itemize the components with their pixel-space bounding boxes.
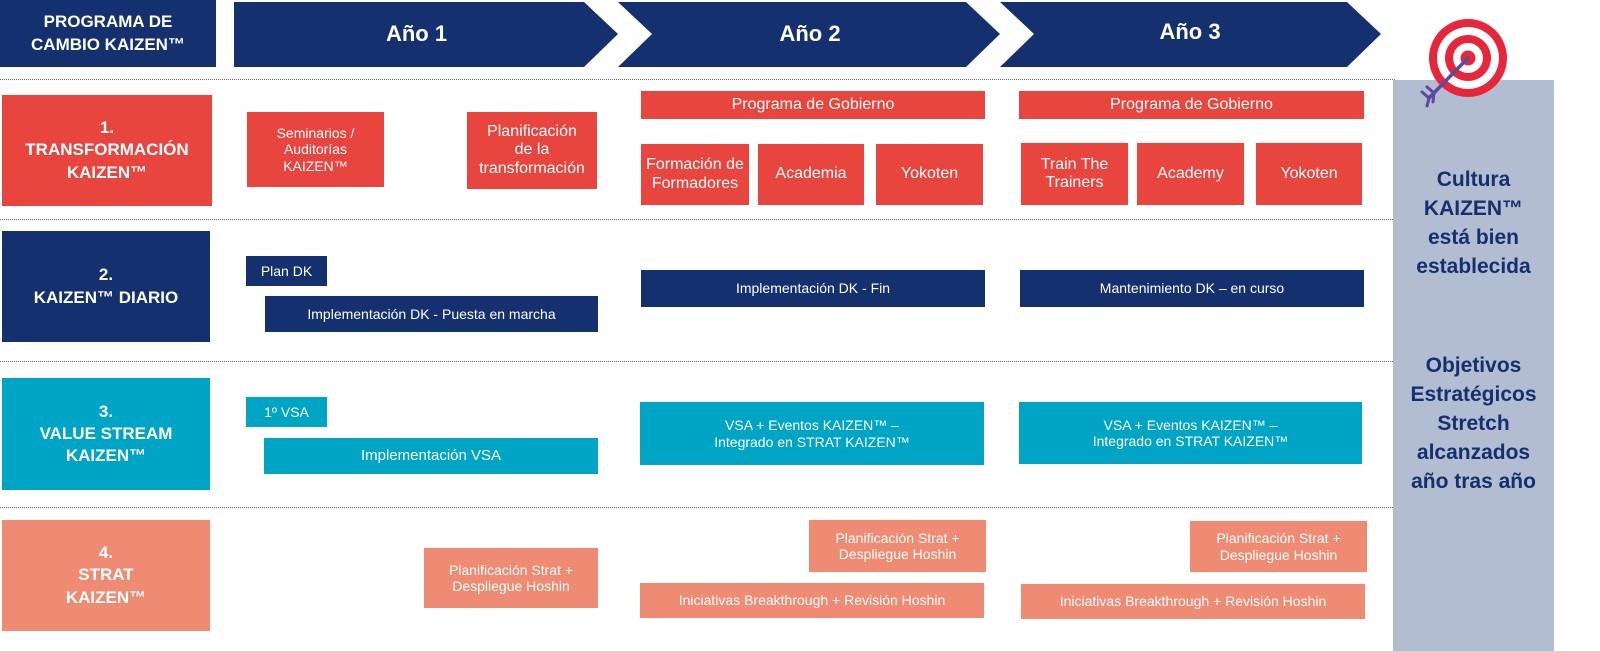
y3-planificacion-strat-box: Planificación Strat + Despliegue Hoshin — [1190, 521, 1367, 572]
planificacion-transformacion-box: Planificación de la transformación — [467, 112, 597, 189]
y3-yokoten-box: Yokoten — [1256, 143, 1362, 205]
y2-vsa-eventos-box: VSA + Eventos KAIZEN™ – Integrado en STR… — [640, 402, 984, 465]
program-title: PROGRAMA DE CAMBIO KAIZEN™ — [0, 0, 216, 67]
y2-programa-gobierno-box: Programa de Gobierno — [641, 91, 985, 119]
y3-vsa-eventos-box: VSA + Eventos KAIZEN™ – Integrado en STR… — [1019, 402, 1362, 464]
year-3-label: Año 3 — [1159, 19, 1221, 44]
year-1-chevron — [234, 2, 618, 67]
y3-academy-box: Academy — [1137, 143, 1244, 205]
row-header-kaizen-diario: 2. KAIZEN™ DIARIO — [2, 231, 210, 342]
y3-train-trainers-box: Train The Trainers — [1021, 143, 1128, 205]
row-header-transformacion: 1. TRANSFORMACIÓN KAIZEN™ — [2, 95, 212, 206]
row-separator — [0, 361, 1395, 362]
row-header-strat: 4. STRAT KAIZEN™ — [2, 520, 210, 631]
target-icon — [1420, 19, 1507, 108]
y2-formacion-formadores-box: Formación de Formadores — [641, 144, 749, 205]
impl-dk-fin-box: Implementación DK - Fin — [641, 270, 985, 307]
impl-vsa-box: Implementación VSA — [264, 438, 598, 474]
y1-planificacion-strat-box: Planificación Strat + Despliegue Hoshin — [424, 548, 598, 608]
row-separator — [0, 79, 1395, 80]
seminarios-auditorias-box: Seminarios / Auditorías KAIZEN™ — [247, 112, 384, 187]
row-header-value-stream: 3. VALUE STREAM KAIZEN™ — [2, 378, 210, 490]
impl-dk-puesta-box: Implementación DK - Puesta en marcha — [265, 296, 598, 332]
primer-vsa-box: 1º VSA — [246, 397, 327, 427]
outcomes-panel: Cultura KAIZEN™ está bien establecida Ob… — [1393, 80, 1554, 651]
y2-yokoten-box: Yokoten — [876, 144, 983, 205]
y2-planificacion-strat-box: Planificación Strat + Despliegue Hoshin — [809, 520, 986, 572]
year-1-label: Año 1 — [385, 20, 448, 46]
y3-iniciativas-box: Iniciativas Breakthrough + Revisión Hosh… — [1021, 584, 1365, 619]
row-separator — [0, 219, 1395, 220]
year-2-label: Año 2 — [779, 20, 841, 46]
year-3-chevron — [1000, 2, 1381, 67]
plan-dk-box: Plan DK — [246, 256, 327, 286]
objectives-outcome-text: Objetivos Estratégicos Stretch alcanzado… — [1410, 354, 1537, 493]
y3-programa-gobierno-box: Programa de Gobierno — [1019, 91, 1364, 119]
year-2-chevron — [618, 2, 1000, 67]
mantenimiento-dk-box: Mantenimiento DK – en curso — [1020, 270, 1364, 307]
year-chevrons — [234, 2, 1381, 67]
row-separator — [0, 507, 1395, 508]
y2-iniciativas-box: Iniciativas Breakthrough + Revisión Hosh… — [640, 583, 984, 618]
culture-outcome-text: Cultura KAIZEN™ está bien establecida — [1416, 168, 1531, 278]
y2-academia-box: Academia — [758, 144, 864, 205]
